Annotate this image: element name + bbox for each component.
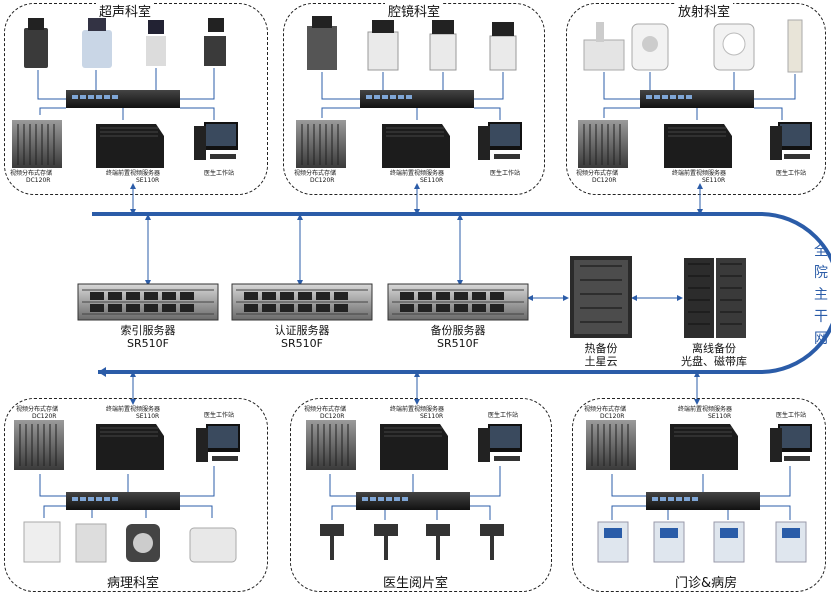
- workstation-label-outpatient: 医生工作站: [776, 412, 807, 419]
- server-auth: [231, 283, 373, 321]
- hot-backup-rack: [570, 256, 632, 338]
- dept-title-outpatient: 门诊&病房: [672, 572, 741, 591]
- backbone-bus: [92, 212, 831, 374]
- dept-box-pathology: [4, 398, 268, 592]
- backbone-label: 全 院 主 干 网: [814, 243, 828, 347]
- workstation-label-pathology: 医生工作站: [204, 412, 235, 419]
- dept-box-reading-room: [290, 398, 552, 592]
- dept-title-radiology: 放射科室: [675, 1, 734, 20]
- radiology-internals: [578, 19, 812, 168]
- workstation-label-reading-room: 医生工作站: [488, 412, 519, 419]
- dept-title-reading-room: 医生阅片室: [380, 572, 452, 591]
- workstation-label-radiology: 医生工作站: [776, 170, 807, 177]
- server-index: [77, 283, 219, 321]
- dept-title-ultrasound: 超声科室: [96, 1, 155, 20]
- dept-title-pathology: 病理科室: [104, 572, 163, 591]
- ultrasound-internals: [12, 18, 238, 168]
- endoscopy-internals: [296, 16, 522, 168]
- server-backup: [387, 283, 529, 321]
- hot-backup-label: 热备份土星云: [584, 342, 618, 368]
- workstation-label-endoscopy: 医生工作站: [490, 170, 521, 177]
- dept-title-endoscopy: 腔镜科室: [385, 1, 444, 20]
- workstation-label-ultrasound: 医生工作站: [204, 170, 235, 177]
- outpatient-internals: [586, 420, 812, 563]
- offline-backup-label: 离线备份光盘、磁带库: [681, 342, 747, 368]
- reading-room-internals: [306, 420, 522, 560]
- pathology-internals: [14, 420, 240, 563]
- switch: [66, 90, 180, 108]
- offline-backup-rack: [684, 258, 746, 338]
